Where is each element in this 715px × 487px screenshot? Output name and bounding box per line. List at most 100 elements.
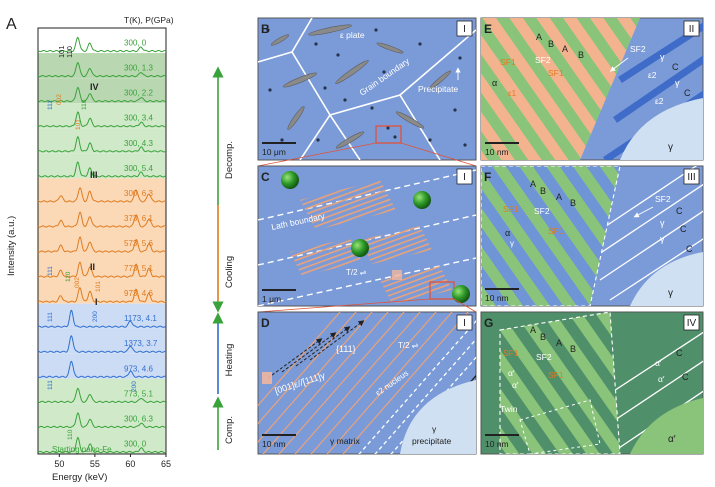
x-tick-label: 55 [90,459,100,469]
panel-a-frame [37,27,167,455]
zoom-line-c-right [453,298,477,313]
xrd-trace [37,61,167,78]
trace-label: 773, 5.1 [124,264,153,273]
trace-band [38,353,166,379]
x-tick-label: 50 [54,459,64,469]
panel-f-letter: F [484,170,491,184]
precipitate-ball [413,191,431,209]
martensite-region-f [481,166,620,306]
zoom-line-c-left [257,298,431,313]
precipitates [266,28,467,147]
scale-g: 10 nm [485,439,509,449]
zoom-line-b-left [257,142,377,167]
lattice-line [374,338,476,454]
trace-band [38,253,166,279]
panel-g: G IV A B A B SF1 SF2 SF1 α′ α′ α′ C α′ C… [480,311,704,455]
gamma-region-e [620,98,703,160]
trace-band [38,203,166,229]
trace-label: 773, 5.1 [124,389,153,398]
trace-band [38,228,166,254]
panel-e: E II A B A B SF1 SF2 SF1 α ε1 SF2 γ C ε2… [480,17,704,161]
annot-110-e: 110 [67,429,74,440]
gamma-label: γ [660,218,665,228]
zoom-line-b-right [400,142,477,167]
gamma-region-f [630,252,703,306]
c-label: C [682,372,689,382]
gamma-region-label-e: γ [668,142,673,153]
trace-band [38,403,166,429]
trace-label: 300, 4.3 [124,139,153,148]
trace-label: 373, 6.1 [124,214,153,223]
annot-200-d: 200 [131,381,138,392]
precipitate-gamma: γ [432,424,437,434]
panel-c-roman-box [456,168,473,185]
shear-arrow [281,332,337,373]
xrd-trace [37,135,167,153]
panel-b-roman: I [463,24,466,35]
annot-111-b: 111 [47,266,54,276]
sf2-arrow-f [633,206,654,218]
panel-a-letter: A [6,16,17,33]
stack-a: A [530,179,536,189]
lattice-line [258,312,341,407]
precipitate-ball [452,285,470,303]
stack-a: A [562,44,568,54]
c-label: C [672,62,679,72]
c-label: C [676,206,683,216]
sf2-label-f-right: SF2 [655,194,671,204]
xrd-trace [37,211,167,228]
stack-b: B [540,332,546,342]
annot-101-b: 101 [95,281,102,292]
panel-c-roman: I [463,172,466,183]
x-tick-label: 65 [161,459,171,469]
twin-label-d: T/2 ⇌ [398,341,419,350]
sf2-label-f: SF2 [534,206,550,216]
panel-b-bg [257,17,477,161]
panel-d-roman-box [456,314,473,331]
panel-e-roman: II [689,24,695,35]
roman-iii: III [90,170,98,180]
sf1-label-f2: SF1 [548,226,564,236]
panel-d-roman: I [463,318,466,329]
panel-c: C I Lath boundary T/2 ⇌ 1 μm [257,165,477,307]
panel-a-xlabel: Energy (keV) [52,472,107,483]
roman-iv: IV [90,82,99,92]
lattice-line [342,312,469,454]
sf1-label-g: SF1 [503,348,519,358]
annot-101-a: 101 [75,119,82,130]
stage-decomp: Decomp. [224,141,235,179]
gamma-region-label-f: γ [668,288,673,299]
trace-label: 300, 0 [124,439,147,448]
alpha-prime-label: α′ [512,380,519,390]
sf1-label-e2: SF1 [548,68,564,78]
panel-d-letter: D [261,316,270,330]
stack-a: A [530,325,536,335]
roman-ii: II [90,262,95,272]
stack-b: B [540,186,546,196]
lattice-line [310,312,437,454]
roman-i: I [95,297,98,307]
panel-a-x-ticks: 50 55 60 65 [54,454,171,469]
gamma-label: γ [675,78,680,88]
eps-plates [270,24,452,149]
stack-a: A [536,32,542,42]
sf1-label-f: SF1 [503,204,519,214]
stage-comp: Comp. [224,416,235,444]
panel-b-roman-box [456,20,473,37]
c-label: C [680,224,687,234]
trace-label: 1373, 3.7 [124,339,158,348]
sf2-label-e-right: SF2 [630,44,646,54]
grain-boundaries [258,18,476,160]
shear-arrow [295,326,351,367]
trace-band [38,53,166,79]
panel-f: F III A B A B SF1 SF2 SF1 α γ SF2 C γ C … [480,165,704,307]
alpha-label-f: α [505,228,510,238]
xrd-trace [38,412,166,429]
annot-111-a: 111 [47,100,54,110]
xrd-trace [37,436,167,454]
trace-band [38,328,166,354]
x-tick-label: 60 [125,459,135,469]
scale-c: 1 μm [262,294,281,304]
c-label: C [684,88,691,98]
xrd-trace [37,309,167,328]
